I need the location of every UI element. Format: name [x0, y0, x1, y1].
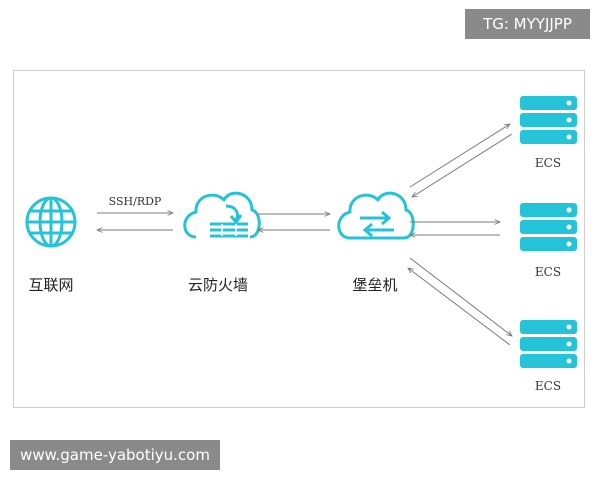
- arrow-bastion-to-ecs-1: [409, 124, 510, 188]
- label-cloud-firewall: 云防火墙: [188, 276, 248, 294]
- label-ecs-1: ECS: [535, 156, 561, 170]
- label-bastion: 堡垒机: [352, 276, 397, 294]
- cloud-bastion-icon: [337, 191, 415, 240]
- diagram-frame: [13, 70, 585, 408]
- label-ecs-2: ECS: [535, 265, 561, 279]
- cloud-firewall-icon: [183, 191, 261, 239]
- arrow-ecs-3-to-bastion: [408, 268, 511, 346]
- globe-icon: [25, 196, 77, 248]
- arrow-bastion-to-ecs-3: [409, 257, 512, 336]
- watermark-bottom: www.game-yabotiyu.com: [10, 440, 220, 470]
- watermark-top: TG: MYYJJPP: [465, 9, 590, 39]
- server-stack-icon: [520, 203, 577, 251]
- edge-label-ssh-rdp: SSH/RDP: [109, 195, 162, 208]
- label-internet: 互联网: [28, 276, 73, 294]
- arrow-ecs-1-to-bastion: [412, 133, 513, 197]
- server-stack-icon: [520, 96, 577, 144]
- label-ecs-3: ECS: [535, 379, 561, 393]
- server-stack-icon: [520, 320, 577, 368]
